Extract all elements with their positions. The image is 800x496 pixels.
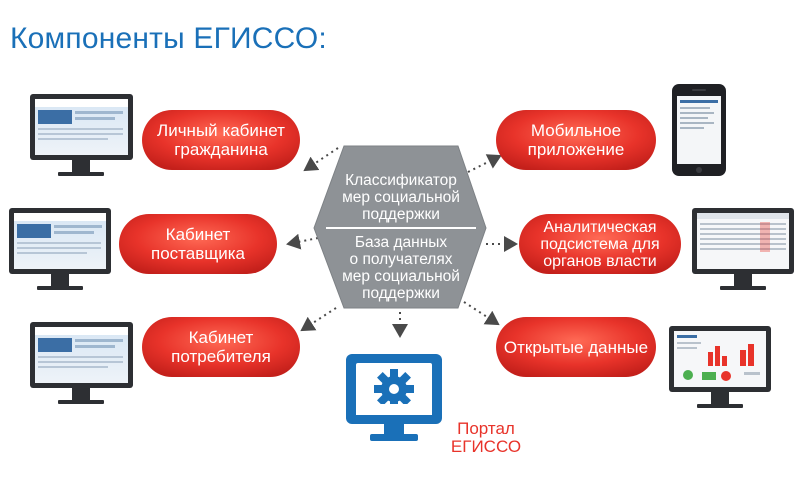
database-line-4: поддержки [362,285,440,302]
analytics-line-2: подсистема для [540,235,660,253]
smartphone-icon [672,84,726,176]
mobile-line-2: приложение [527,140,625,159]
portal-line-2: ЕГИССО [450,437,522,456]
gear-icon [374,369,414,409]
pill-opendata-label: Открытые данные [496,317,656,377]
consumer-line-2: потребителя [171,347,271,366]
pill-supplier [119,214,277,274]
connector-citizen [303,147,339,172]
pill-analytics [519,214,681,274]
connectors [286,147,518,338]
monitor-analytics-icon [692,208,794,290]
pill-mobile-label: Мобильное приложение [496,110,656,170]
page-title: Компоненты ЕГИССО: [10,22,327,55]
pill-mobile [496,110,656,170]
hexagon-bottom-text: База данных о получателях мер социальной… [318,234,484,302]
database-line-1: База данных [354,234,448,251]
portal-monitor-icon [346,354,442,441]
pill-opendata [496,317,656,377]
pill-citizen-label: Личный кабинет гражданина [142,110,300,170]
consumer-line-1: Кабинет [188,328,254,347]
pill-citizen [142,110,300,170]
monitor-opendata-icon [669,326,771,408]
classifier-line-2: мер социальной [342,189,460,206]
monitor-citizen-icon [30,94,133,176]
citizen-line-1: Личный кабинет [157,121,285,140]
pill-supplier-label: Кабинет поставщика [119,214,277,274]
analytics-line-3: органов власти [543,252,657,270]
supplier-line-2: поставщика [151,244,245,263]
pill-consumer [142,317,300,377]
classifier-line-1: Классификатор [345,172,457,189]
central-hexagon [313,145,487,309]
supplier-line-1: Кабинет [165,225,231,244]
citizen-line-2: гражданина [174,140,268,159]
analytics-line-1: Аналитическая [543,218,657,236]
database-line-2: о получателях [349,251,453,268]
portal-label: Портал ЕГИССО [446,420,526,456]
classifier-line-3: поддержки [362,206,440,223]
mobile-line-1: Мобильное [530,121,622,140]
monitor-supplier-icon [9,208,111,290]
connector-supplier [286,233,319,250]
connector-consumer [300,307,337,332]
monitor-consumer-icon [30,322,133,404]
portal-line-1: Портал [457,419,515,438]
connector-opendata [463,301,500,326]
database-line-3: мер социальной [342,268,460,285]
pill-consumer-label: Кабинет потребителя [142,317,300,377]
opendata-line-1: Открытые данные [503,337,649,357]
hexagon-top-text: Классификатор мер социальной поддержки [318,172,484,223]
pill-analytics-label: Аналитическая подсистема для органов вла… [519,214,681,274]
